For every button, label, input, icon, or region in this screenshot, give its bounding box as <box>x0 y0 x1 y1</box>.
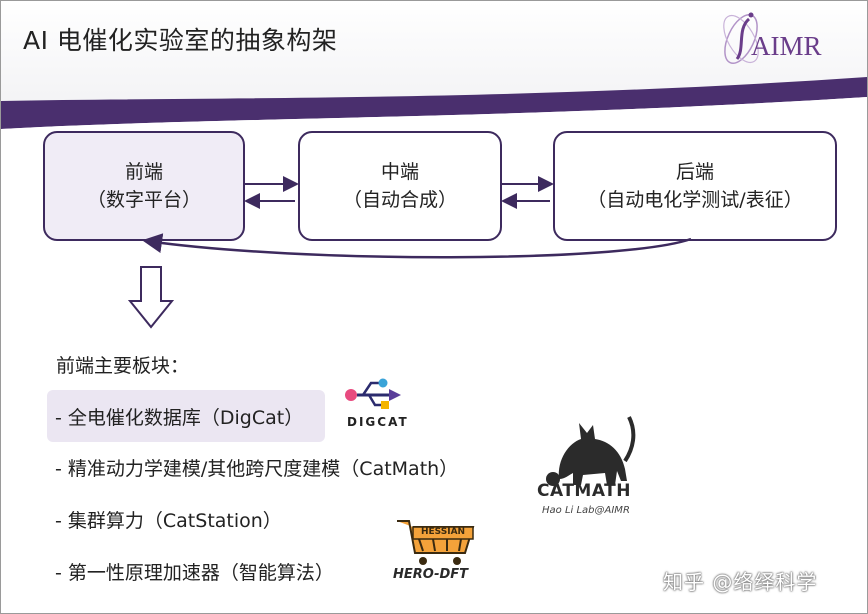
arrow-back-to-front <box>142 233 692 259</box>
front-end-title: 前端 <box>124 161 163 183</box>
catmath-logo-subtitle: Hao Li Lab@AIMR <box>542 505 630 516</box>
mid-end-box: 中端 （自动合成） <box>298 131 502 241</box>
mid-end-subtitle: （自动合成） <box>342 189 457 211</box>
catmath-logo <box>546 416 636 486</box>
page-title: AI 电催化实验室的抽象构架 <box>23 26 338 55</box>
list-item-catmath: - 精准动力学建模/其他跨尺度建模（CatMath） <box>55 457 459 480</box>
section-title: 前端主要板块： <box>56 355 190 377</box>
header-background <box>1 1 867 141</box>
logo-text: AIMR <box>751 31 822 61</box>
back-end-box: 后端 （自动电化学测试/表征） <box>553 131 837 241</box>
back-end-subtitle: （自动电化学测试/表征） <box>587 189 803 211</box>
watermark: 知乎 @络绎科学 <box>663 570 818 594</box>
back-end-title: 后端 <box>675 161 714 183</box>
down-arrow <box>127 266 175 329</box>
mid-end-title: 中端 <box>380 161 419 183</box>
hero-logo-bottom-text: HERO-DFT <box>393 567 468 582</box>
digcat-logo <box>345 378 401 409</box>
list-item-catstation: - 集群算力（CatStation） <box>55 509 282 532</box>
hero-dft-logo <box>397 520 475 565</box>
digcat-logo-text: DIGCAT <box>347 415 409 429</box>
list-item-accelerator: - 第一性原理加速器（智能算法） <box>55 561 334 584</box>
hero-logo-top-text: HESSIAN <box>421 527 466 537</box>
front-end-subtitle: （数字平台） <box>86 189 201 211</box>
list-item-digcat: - 全电催化数据库（DigCat） <box>47 390 325 442</box>
aimr-logo: AIMR <box>723 12 822 64</box>
header-swoosh <box>1 77 867 129</box>
catmath-logo-title: CATMATH <box>537 481 631 501</box>
